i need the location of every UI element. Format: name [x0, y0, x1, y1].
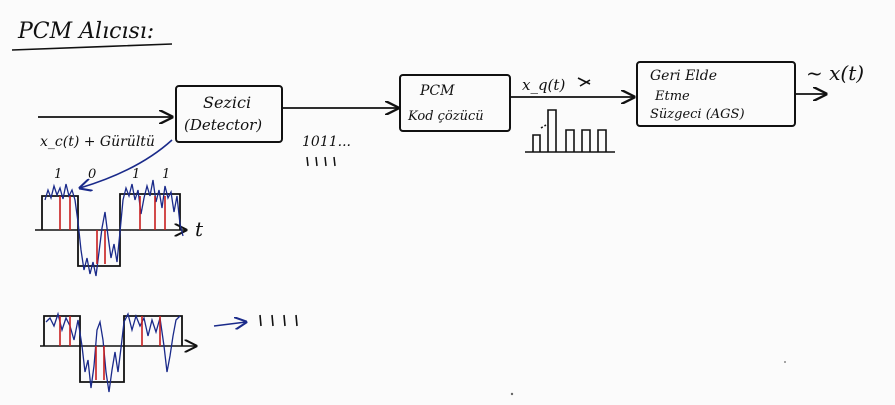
time-axis-label: t — [195, 217, 204, 241]
detector-output-ticks — [306, 156, 336, 167]
waveform-2 — [40, 311, 298, 393]
noisy-signal-1 — [44, 179, 184, 277]
quantized-signal-label: x_q(t) — [522, 76, 565, 94]
waveform-2-output-ticks — [259, 314, 298, 327]
decoder-label-line1: PCM — [419, 83, 455, 99]
detector-block — [175, 85, 283, 143]
input-signal-label: x_c(t) + Gürültü — [40, 134, 155, 150]
stray-dot — [784, 361, 786, 363]
square-wave-2 — [43, 315, 183, 383]
detector-output-bits: 1011... — [302, 134, 351, 150]
decoder-label-line2: Kod çözücü — [407, 109, 484, 124]
quantized-pulse-sketch — [525, 109, 615, 153]
page-title: PCM Alıcısı: — [17, 19, 154, 44]
title-underline — [11, 43, 173, 51]
bit-label-1: 1 — [54, 167, 62, 182]
pcm-decoder-block — [399, 74, 511, 132]
detector-to-waveform-arrow — [80, 139, 173, 188]
stray-dot — [510, 392, 514, 396]
ags-label-line1: Geri Elde — [650, 68, 717, 84]
ags-label-line3: Süzgeci (AGS) — [650, 107, 745, 122]
ags-label-line2: Etme — [654, 89, 690, 104]
waveform-2-output-arrow — [213, 322, 246, 326]
bit-label-2: 0 — [88, 167, 96, 182]
detector-label-line1: Sezici — [203, 93, 251, 112]
detector-label-line2: (Detector) — [184, 116, 262, 134]
waveform-1: t 1 0 1 1 — [35, 167, 204, 277]
scribble-mark — [577, 77, 591, 87]
bit-label-3: 1 — [132, 167, 140, 182]
bit-label-4: 1 — [162, 167, 170, 182]
noisy-signal-2 — [45, 311, 181, 393]
output-signal-label: ~ x(t) — [806, 61, 864, 85]
